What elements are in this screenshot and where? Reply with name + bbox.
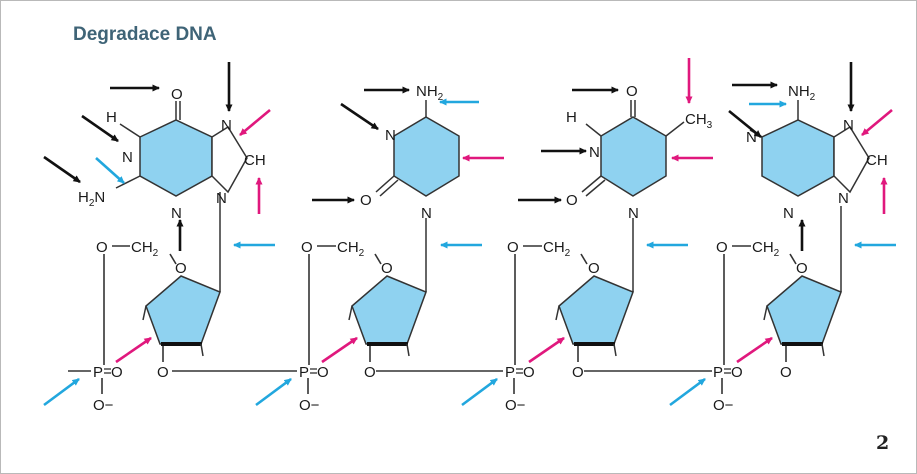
atom-n: N bbox=[221, 117, 232, 134]
atom-h: H bbox=[106, 109, 117, 126]
atom-o-dbl: O bbox=[731, 364, 743, 381]
atom-o-minus: O− bbox=[299, 397, 320, 414]
sugar-ring-3 bbox=[558, 275, 634, 345]
sugar-rings bbox=[145, 275, 842, 345]
atom-o: O bbox=[171, 86, 183, 103]
atom-o-dbl: O bbox=[317, 364, 329, 381]
black-arrows bbox=[43, 62, 855, 251]
atom-n: N bbox=[385, 127, 396, 144]
atom-o-minus: O− bbox=[505, 397, 526, 414]
atom-o: O bbox=[716, 239, 728, 256]
atom-ch: CH bbox=[244, 152, 266, 169]
sugar-o: O bbox=[381, 260, 393, 277]
atom-n: N bbox=[171, 205, 182, 222]
atom-h: H bbox=[566, 109, 577, 126]
atom-o-bridge: O bbox=[572, 364, 584, 381]
atom-o: O bbox=[626, 83, 638, 100]
cyan-arrows bbox=[43, 98, 896, 407]
atom-h2n: H2N bbox=[78, 189, 105, 209]
atom-o: O bbox=[96, 239, 108, 256]
page-number: 2 bbox=[876, 432, 890, 454]
atom-o-bridge: O bbox=[364, 364, 376, 381]
atom-o-dbl: O bbox=[523, 364, 535, 381]
atom-nh2: NH2 bbox=[416, 83, 444, 103]
atom-nh2: NH2 bbox=[788, 83, 816, 103]
atom-p: P bbox=[299, 364, 309, 381]
magenta-arrows bbox=[115, 58, 893, 364]
atom-p: P bbox=[505, 364, 515, 381]
atom-o: O bbox=[507, 239, 519, 256]
adenine-base bbox=[749, 100, 870, 197]
atom-n: N bbox=[216, 190, 227, 207]
atom-o-bridge: O bbox=[157, 364, 169, 381]
atom-ch2: CH2 bbox=[752, 239, 780, 259]
atom-n: N bbox=[628, 205, 639, 222]
atom-ch2: CH2 bbox=[543, 239, 571, 259]
atom-ch3: CH3 bbox=[685, 111, 713, 131]
atom-n: N bbox=[421, 205, 432, 222]
atom-n: N bbox=[122, 149, 133, 166]
atom-o-minus: O− bbox=[713, 397, 734, 414]
atom-labels: O N H N CH N N H2N NH2 N O N O H N CH3 O… bbox=[78, 83, 888, 414]
atom-o: O bbox=[301, 239, 313, 256]
atom-n: N bbox=[589, 144, 600, 161]
guanine-base bbox=[115, 101, 248, 197]
backbone bbox=[68, 245, 797, 394]
atom-o-minus: O− bbox=[93, 397, 114, 414]
sugar-ring-4 bbox=[766, 275, 842, 345]
atom-n: N bbox=[838, 190, 849, 207]
atom-n: N bbox=[843, 117, 854, 134]
diagram-title: Degradace DNA bbox=[73, 24, 217, 45]
atom-o: O bbox=[360, 192, 372, 209]
atom-ch2: CH2 bbox=[131, 239, 159, 259]
atom-ch: CH bbox=[866, 152, 888, 169]
atom-n: N bbox=[746, 129, 757, 146]
thymine-base bbox=[581, 100, 685, 197]
atom-p: P bbox=[93, 364, 103, 381]
atom-n: N bbox=[783, 205, 794, 222]
atom-o-bridge: O bbox=[780, 364, 792, 381]
atom-o: O bbox=[566, 192, 578, 209]
cytosine-base bbox=[375, 100, 460, 197]
sugar-o: O bbox=[588, 260, 600, 277]
sugar-ring-2 bbox=[351, 275, 427, 345]
atom-ch2: CH2 bbox=[337, 239, 365, 259]
sugar-o: O bbox=[796, 260, 808, 277]
sugar-ring-1 bbox=[145, 275, 221, 345]
atom-p: P bbox=[713, 364, 723, 381]
atom-o-dbl: O bbox=[111, 364, 123, 381]
sugar-o: O bbox=[175, 260, 187, 277]
